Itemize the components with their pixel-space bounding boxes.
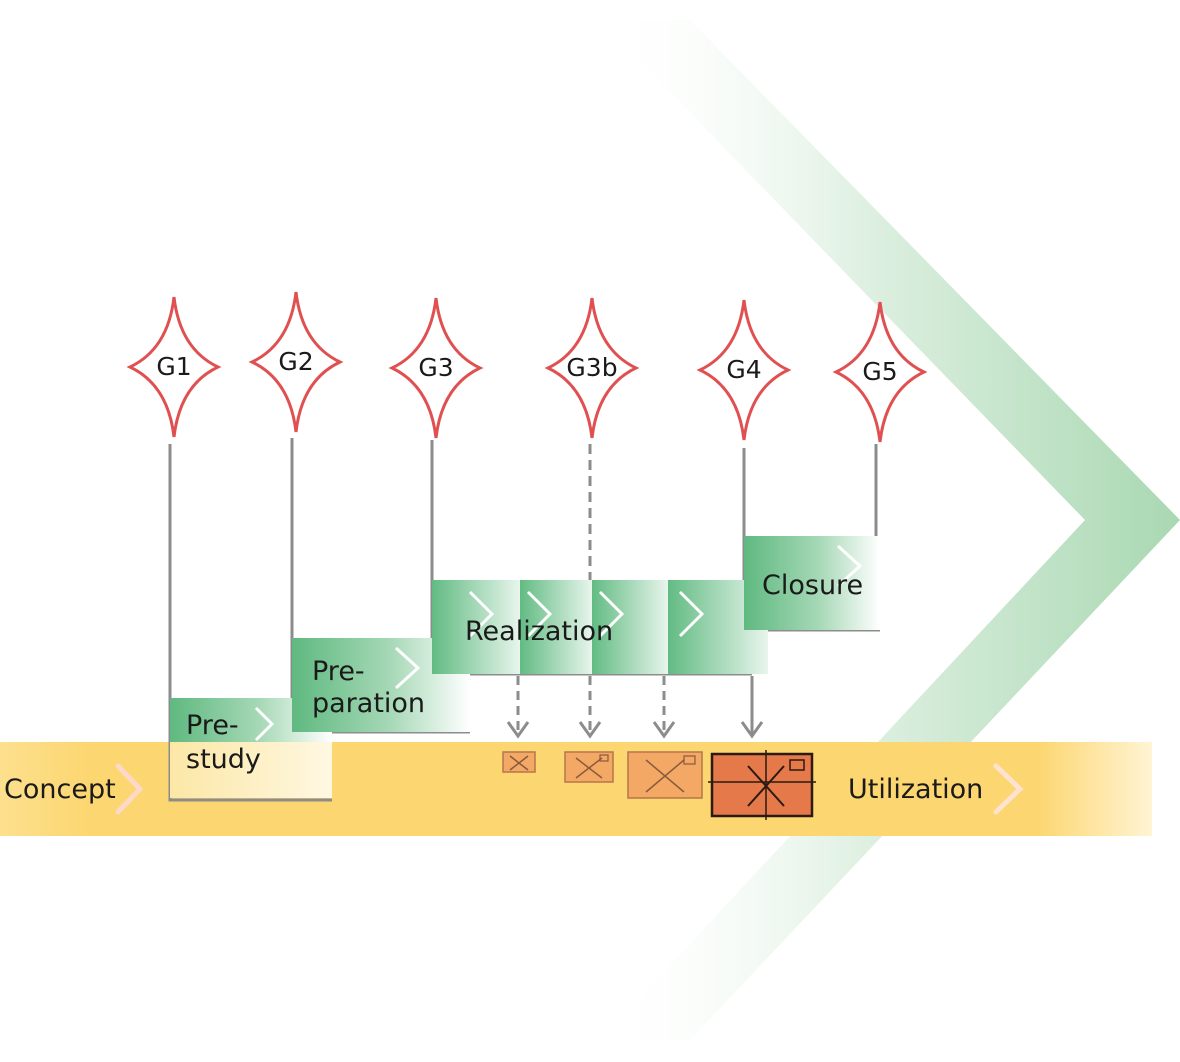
- g1-connector: [168, 444, 332, 802]
- realization-label: Realization: [465, 616, 613, 647]
- package-icon-3: [627, 751, 703, 799]
- gate-g3: G3: [388, 297, 484, 439]
- gate-g1: G1: [126, 296, 222, 438]
- gate-label-g3b: G3b: [566, 353, 617, 382]
- gate-g3b: G3b: [544, 297, 640, 439]
- package-icon-4: [708, 750, 816, 820]
- package-icon-2: [564, 751, 614, 783]
- gates: G1 G2 G3 G3b G4 G5: [126, 291, 928, 443]
- gate-label-g5: G5: [862, 357, 897, 386]
- prestudy-label-line1: Pre-: [186, 710, 239, 741]
- gate-diamond-g4: [696, 299, 792, 441]
- preparation-label-line2: paration: [312, 688, 425, 719]
- gate-diamond-g1: [126, 296, 222, 438]
- closure-label: Closure: [762, 570, 863, 601]
- gate-diamond-g2: [248, 291, 344, 433]
- gate-label-g2: G2: [278, 347, 313, 376]
- utilization-arrow-icon: [993, 763, 1024, 815]
- phase-closure: Closure: [744, 536, 880, 630]
- timeline-end-label: Utilization: [848, 774, 983, 805]
- gate-diamond-g3: [388, 297, 484, 439]
- gate-label-g4: G4: [726, 355, 761, 384]
- phase-preparation: Pre- paration: [292, 638, 470, 732]
- timeline-start-label: Concept: [4, 774, 116, 805]
- prestudy-label-line2: study: [186, 744, 261, 775]
- gate-g2: G2: [248, 291, 344, 433]
- preparation-label-line1: Pre-: [312, 656, 365, 687]
- gate-g4: G4: [696, 299, 792, 441]
- gate-diamond-g3b: [544, 297, 640, 439]
- gate-g5: G5: [832, 301, 928, 443]
- deliverable-arrows: [506, 676, 764, 739]
- concept-arrow-icon: [115, 763, 144, 815]
- background-chevron: [600, 20, 1180, 1040]
- gate-diamond-g5: [832, 301, 928, 443]
- gate-label-g3: G3: [418, 353, 453, 382]
- phase-realization: Realization: [432, 580, 768, 674]
- package-icon-1: [502, 751, 536, 773]
- gate-label-g1: G1: [156, 352, 191, 381]
